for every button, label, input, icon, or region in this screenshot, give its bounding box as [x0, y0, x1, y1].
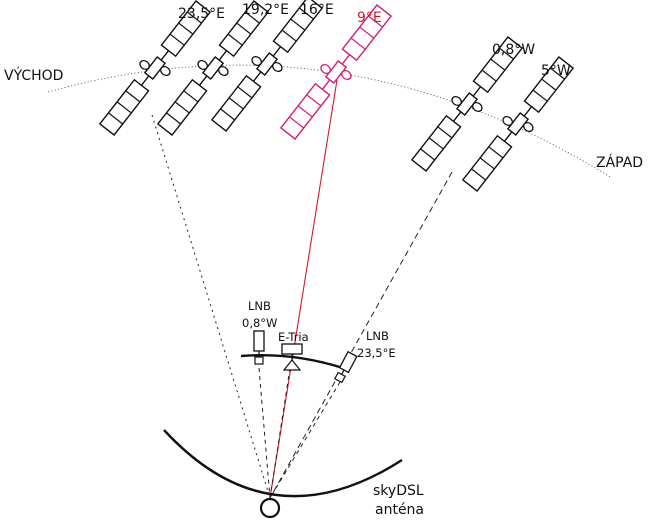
- lnb-0-8w-label-line2: 0,8°W: [242, 316, 277, 330]
- dish-reflector: [163, 429, 403, 498]
- satellite-label-9e: 9°E: [357, 10, 382, 26]
- west-label: ZÁPAD: [596, 154, 643, 171]
- antenna-label-line1: skyDSL: [373, 483, 424, 499]
- signal-line-23-5e: [151, 114, 271, 499]
- signal-line-lnb-0-8w: [258, 367, 271, 499]
- lnb-23-5e-label-line2: 23,5°E: [357, 346, 396, 360]
- antenna-base-icon: [259, 497, 281, 519]
- satellite-label-16e: 16°E: [300, 2, 334, 18]
- lnb-23-5e-icon: [334, 350, 358, 384]
- satellite-label-19-2e: 19,2°E: [242, 2, 289, 18]
- etria-icon: [281, 343, 303, 371]
- etria-label: E-Tria: [278, 330, 309, 344]
- signal-line-lnb-23-5e: [269, 381, 341, 499]
- satellite-label-23-5e: 23,5°E: [178, 6, 225, 22]
- signal-lines: [151, 79, 453, 499]
- satellite-label-5w: 5°W: [541, 63, 571, 79]
- east-label: VÝCHOD: [4, 67, 63, 84]
- signal-line-0-8w: [269, 171, 453, 499]
- lnb-23-5e-label-line1: LNB: [366, 329, 389, 343]
- signal-line-etria: [269, 367, 291, 499]
- signal-line-9e: [269, 79, 338, 499]
- lnb-0-8w-icon: [253, 330, 265, 365]
- satellite-label-0-8w: 0,8°W: [492, 42, 535, 58]
- antenna-label-line2: anténa: [375, 502, 424, 518]
- lnb-0-8w-label-line1: LNB: [248, 299, 271, 313]
